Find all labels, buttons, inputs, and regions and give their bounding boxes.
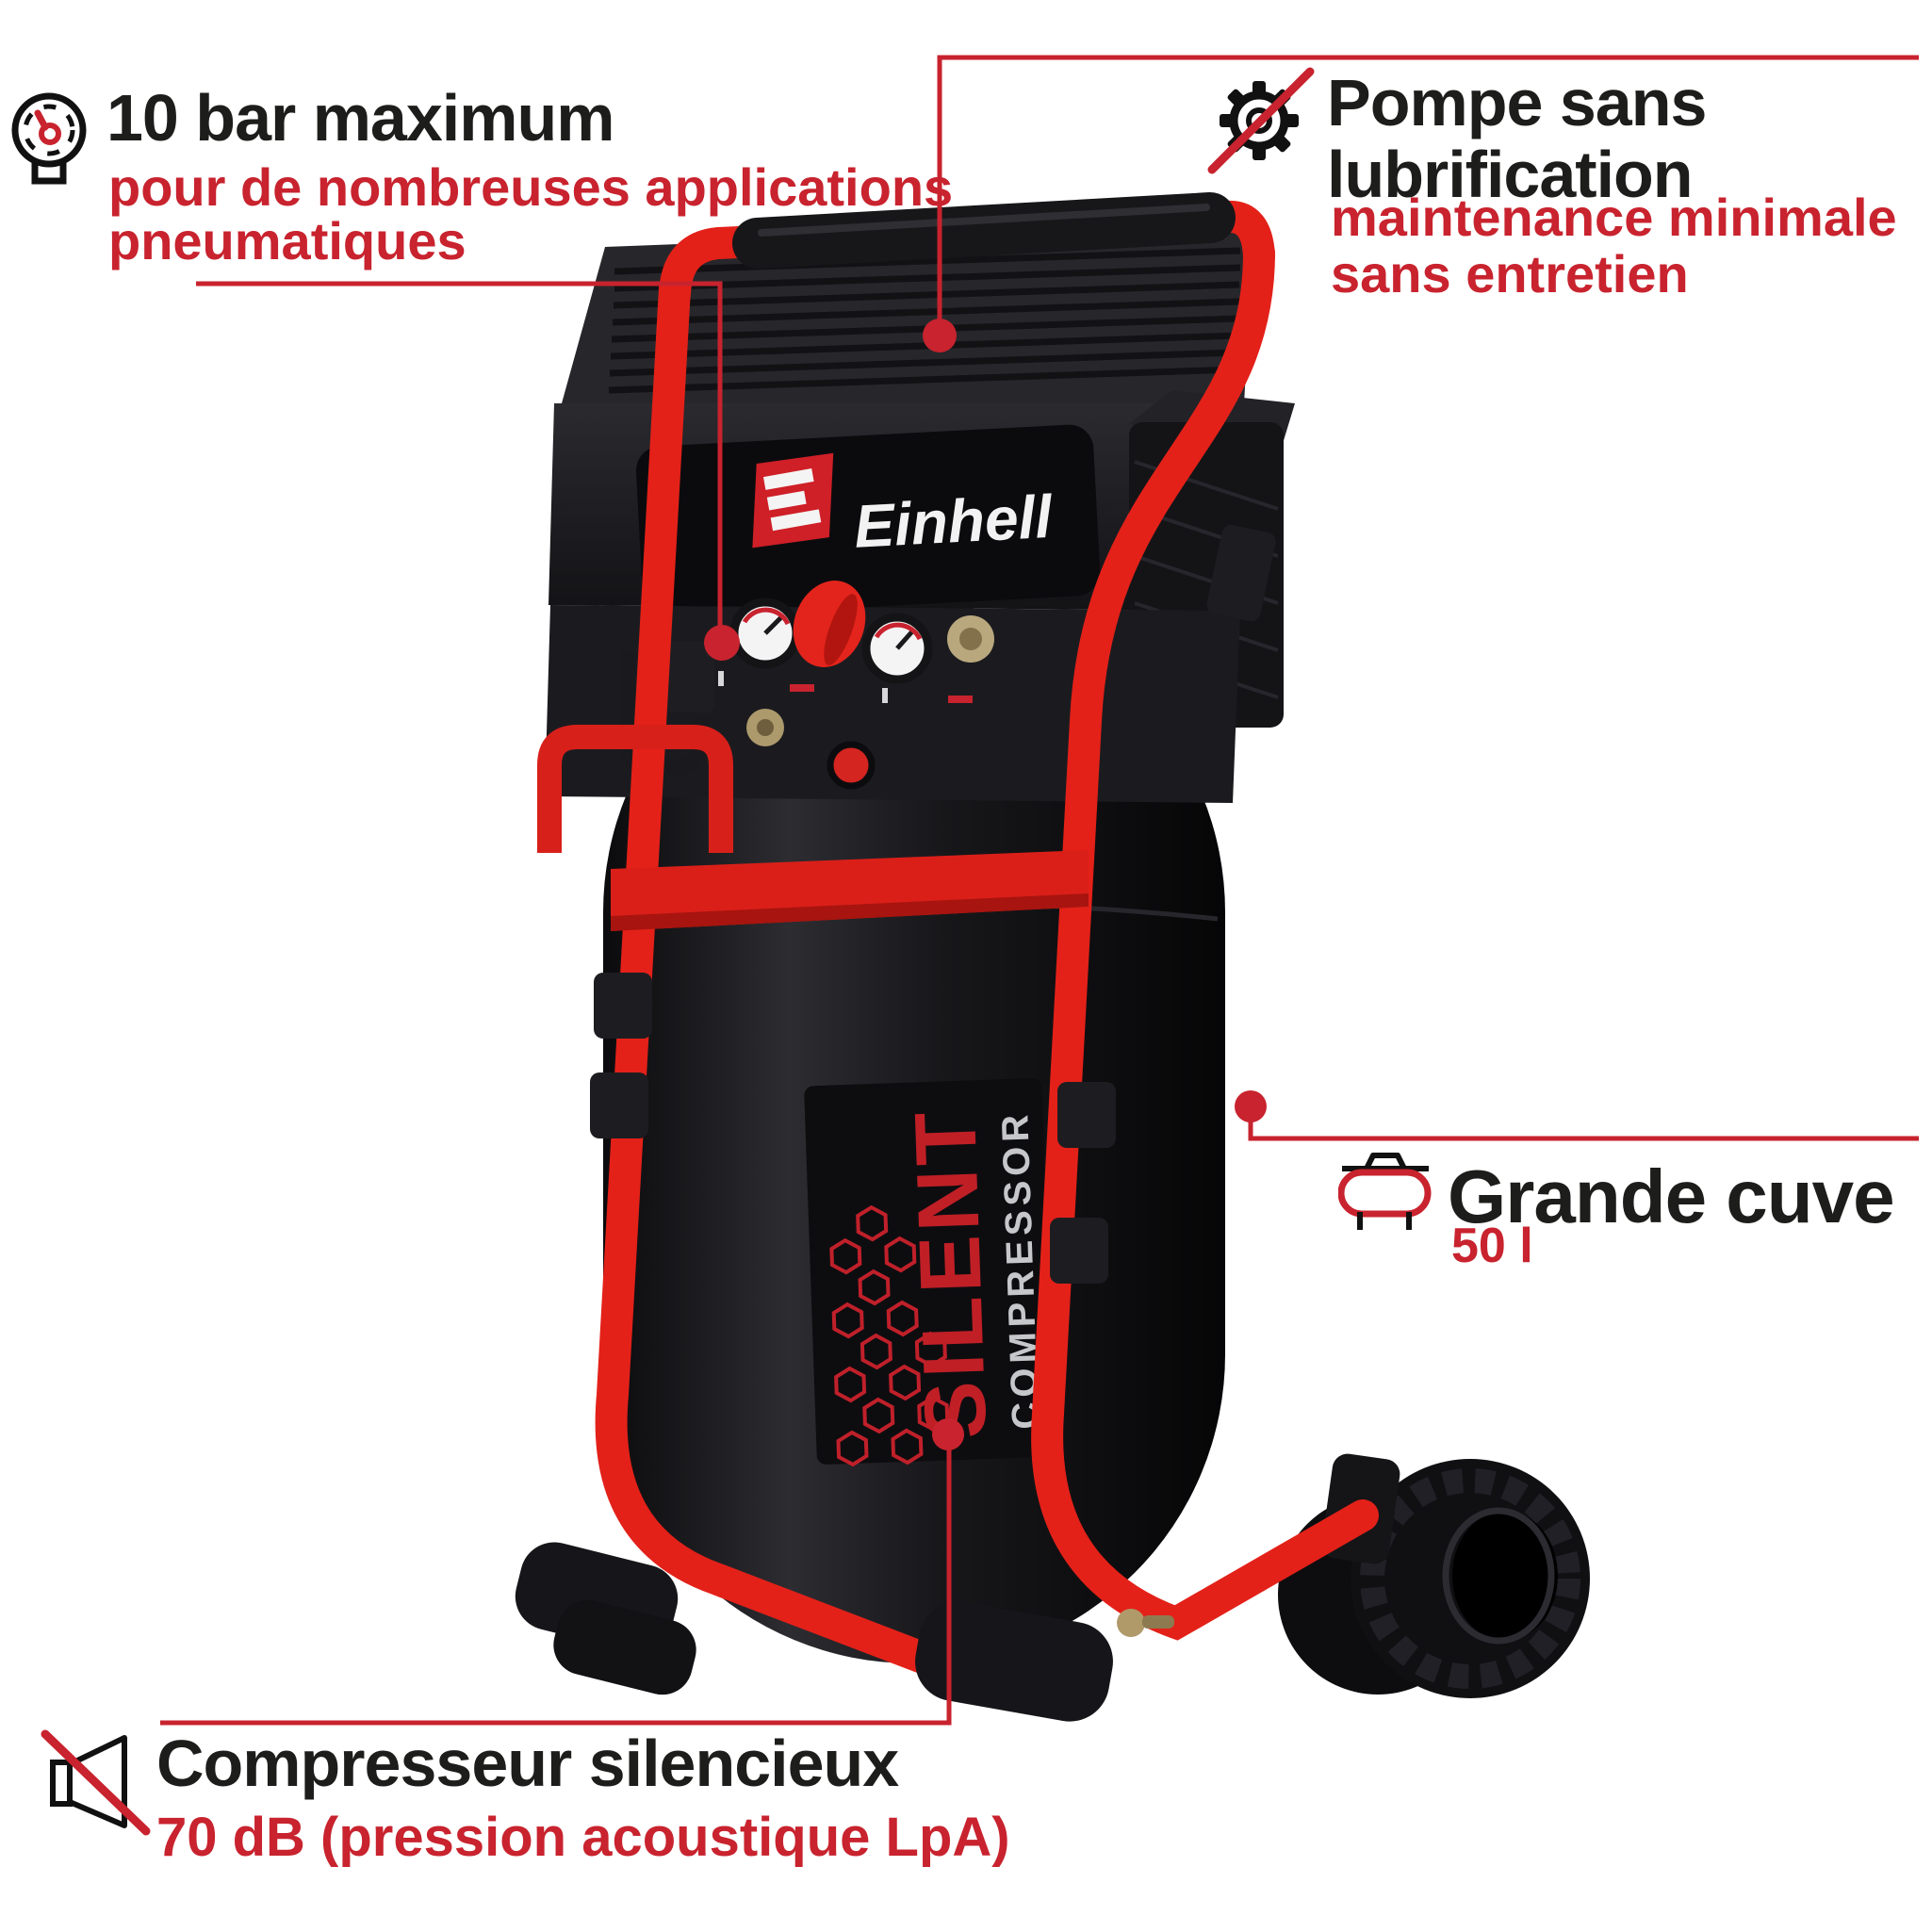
connector-dot-pump [923, 319, 957, 352]
pressure-title: 10 bar maximum [106, 81, 614, 155]
pump-subtitle-line2: sans entretien [1331, 244, 1689, 303]
connector-dot-pressure [704, 625, 740, 661]
brand-wordmark: Einhell [852, 483, 1055, 561]
pump-subtitle-line1: maintenance minimale [1331, 188, 1897, 247]
tank-subtitle: 50 l [1451, 1219, 1533, 1273]
connector-silent [160, 1440, 952, 1726]
strikethrough-line [1207, 67, 1315, 174]
pump-title-line1: Pompe sans [1327, 66, 1707, 139]
tank-label-silent: SILENT [897, 1106, 1005, 1440]
fold-handle [537, 725, 733, 853]
tank-title: Grande cuve [1448, 1154, 1895, 1238]
tube-clamps [590, 524, 1276, 1284]
connector-dot-tank [1235, 1090, 1267, 1122]
tank-label: SILENT COMPRESSOR [804, 1078, 1055, 1466]
frame-right-tube [1031, 237, 1379, 1641]
pump-housing: Einhell [548, 222, 1253, 618]
callout-dots [704, 319, 1267, 1450]
power-switch [827, 741, 876, 790]
connector-pressure [196, 281, 723, 639]
air-tank-icon [1338, 1153, 1432, 1230]
pressure-subtitle-line2: pneumatiques [108, 211, 467, 270]
rubber-feet [515, 1542, 1174, 1722]
silent-subtitle: 70 dB (pression acoustique LpA) [156, 1807, 1010, 1868]
connector-tank [1248, 1108, 1919, 1141]
pressure-subtitle-line1: pour de nombreuses applications [108, 157, 954, 217]
trolley-frame [537, 192, 1379, 1703]
handle-foam-grip [732, 192, 1236, 269]
muted-speaker-icon [41, 1729, 151, 1836]
no-oil-gear-icon [1207, 67, 1315, 174]
brand-plate: Einhell [635, 424, 1101, 618]
connector-pump [937, 55, 1919, 332]
vent-grille [608, 247, 1241, 394]
wheel-assembly [1278, 1453, 1590, 1698]
silent-title: Compresseur silencieux [156, 1727, 899, 1800]
pump-title-line2: lubrification [1327, 138, 1694, 211]
frame-left-tube [595, 272, 1015, 1703]
drain-valve [1117, 1609, 1145, 1637]
connector-dot-silent [932, 1418, 964, 1450]
strikethrough-line [41, 1729, 151, 1836]
pressure-gauge-icon [11, 92, 87, 185]
